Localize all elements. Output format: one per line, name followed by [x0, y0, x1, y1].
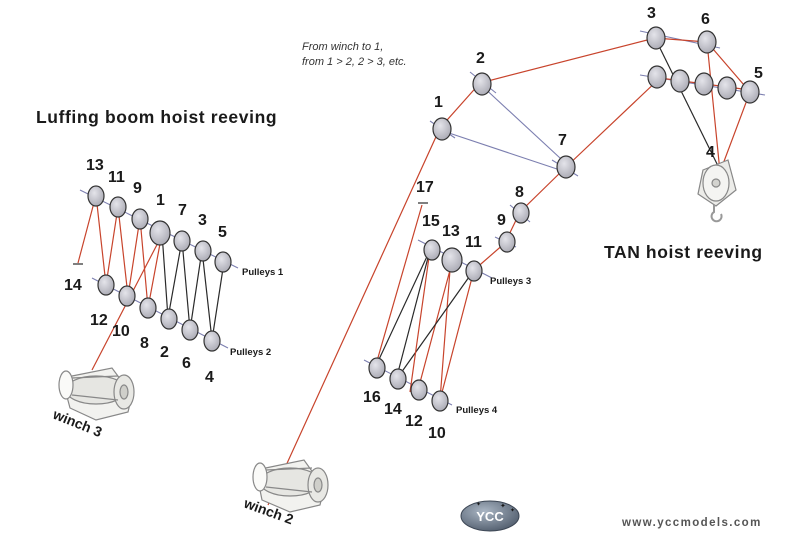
pulley-8 — [512, 202, 530, 224]
luffing-label-9: 9 — [133, 180, 142, 197]
tan-label-8: 8 — [515, 184, 524, 201]
ycc-logo-models: MODELS — [522, 514, 562, 523]
pulley-7 — [556, 155, 576, 179]
pulley-9 — [498, 231, 516, 253]
pulley-6 — [697, 30, 717, 54]
pulley-8 — [160, 308, 178, 330]
pulley-1 — [432, 117, 452, 141]
tan-upper-numbers: 15 13 11 — [422, 213, 482, 251]
pulley-14-tan — [389, 368, 407, 390]
tan-label-2: 2 — [476, 50, 485, 67]
pulley-row-a — [647, 65, 667, 89]
ycc-logo: YCC ✦ ✦ ✦ MODELS — [460, 500, 562, 532]
pulley-12 — [118, 285, 136, 307]
pulley-15 — [423, 239, 441, 261]
pulley-3 — [646, 26, 666, 50]
svg-text:✦: ✦ — [476, 501, 481, 508]
luffing-label-12: 12 — [90, 312, 108, 329]
luffing-title: Luffing boom hoist reeving — [36, 107, 277, 127]
tan-label-10: 10 — [428, 425, 446, 442]
luffing-label-5: 5 — [218, 224, 227, 241]
pulley-10 — [139, 297, 157, 319]
tan-rope — [267, 37, 751, 506]
pulley-10-tan — [431, 390, 449, 412]
pulley-14 — [97, 274, 115, 296]
ycc-logo-text: YCC — [476, 509, 504, 524]
tan-label-7: 7 — [558, 132, 567, 149]
pulley-2 — [472, 72, 492, 96]
tan-label-12: 12 — [405, 413, 423, 430]
tan-boom-pulleys — [432, 26, 760, 253]
pulley-13 — [87, 185, 105, 207]
luffing-bottom-numbers: 12 10 8 2 6 4 — [90, 312, 214, 386]
tan-lower-numbers: 16 14 12 10 — [363, 389, 446, 442]
pulley-2-luffing — [181, 319, 199, 341]
tan-label-9: 9 — [497, 212, 506, 229]
pulley-13-tan — [441, 247, 463, 273]
pulleys-2-label: Pulleys 2 — [230, 347, 271, 358]
hook-block-icon — [697, 159, 737, 223]
tan-label-14: 14 — [384, 401, 402, 418]
pulley-16 — [368, 357, 386, 379]
tan-label-3: 3 — [647, 5, 656, 22]
pulley-9 — [131, 208, 149, 230]
pulleys-2 — [97, 274, 221, 352]
site-url: www.yccmodels.com — [621, 517, 762, 529]
svg-text:✦: ✦ — [500, 502, 506, 510]
pulleys-3-label: Pulleys 3 — [490, 276, 531, 287]
luffing-label-2: 2 — [160, 344, 169, 361]
luffing-top-numbers: 13 11 9 1 7 3 5 — [86, 157, 227, 241]
tan-label-11: 11 — [465, 234, 482, 251]
tan-label-1: 1 — [434, 94, 443, 111]
tan-title: TAN hoist reeving — [604, 242, 763, 262]
luffing-label-10: 10 — [112, 323, 130, 340]
pulleys-4-label: Pulleys 4 — [456, 405, 498, 416]
luffing-label-14: 14 — [64, 277, 82, 294]
luffing-label-3: 3 — [198, 212, 207, 229]
luffing-label-11: 11 — [108, 169, 125, 186]
winch-2-icon — [252, 459, 329, 513]
pulley-row-b — [670, 69, 690, 93]
tan-label-6: 6 — [701, 11, 710, 28]
luffing-label-1: 1 — [156, 192, 165, 209]
pulley-5 — [214, 251, 232, 273]
pulley-12-tan — [410, 379, 428, 401]
luffing-label-4: 4 — [205, 369, 214, 386]
pulleys-1-label: Pulleys 1 — [242, 267, 284, 278]
luffing-label-8: 8 — [140, 335, 149, 352]
luffing-label-13: 13 — [86, 157, 104, 174]
tan-boom-numbers: 1 2 3 6 5 7 8 9 4 — [434, 5, 763, 229]
tan-label-4: 4 — [706, 144, 715, 161]
luffing-label-6: 6 — [182, 355, 191, 372]
svg-text:✦: ✦ — [510, 507, 515, 514]
tan-label-13: 13 — [442, 223, 460, 240]
pulleys-4 — [368, 357, 449, 412]
pulleys-3 — [423, 239, 483, 282]
pulley-11 — [109, 196, 127, 218]
winch-3-icon — [58, 367, 135, 421]
pulleys-1 — [87, 185, 232, 273]
pulley-5 — [740, 80, 760, 104]
luffing-label-7: 7 — [178, 202, 187, 219]
reeving-note-line-2: from 1 > 2, 2 > 3, etc. — [302, 56, 407, 68]
tan-label-17: 17 — [416, 179, 434, 196]
pulley-11-tan — [465, 260, 483, 282]
tan-label-16: 16 — [363, 389, 381, 406]
pulley-1-luffing — [149, 220, 171, 246]
reeving-note-line-1: From winch to 1, — [302, 41, 383, 53]
tan-label-5: 5 — [754, 65, 763, 82]
pulley-7 — [173, 230, 191, 252]
pulley-6-luffing — [203, 330, 221, 352]
pulley-row-d — [717, 76, 737, 100]
pulley-3 — [194, 240, 212, 262]
pulley-row-c — [694, 72, 714, 96]
tan-label-15: 15 — [422, 213, 440, 230]
